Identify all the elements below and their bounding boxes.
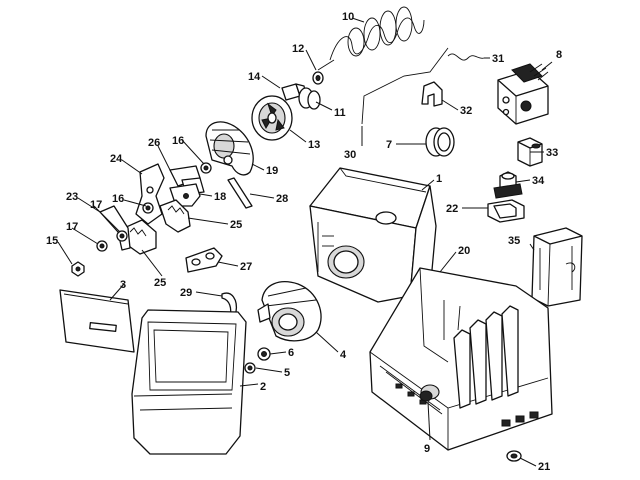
callout-14: 14	[248, 71, 261, 83]
callout-28: 28	[276, 193, 288, 205]
part-28-rod	[227, 177, 253, 209]
callout-18: 18	[214, 191, 226, 203]
part-1-bucket-frame	[309, 167, 437, 303]
part-35-container	[531, 227, 583, 307]
callout-22: 22	[446, 203, 458, 215]
callout-16b: 16	[112, 193, 124, 205]
part-2-dispenser-cover	[131, 309, 247, 455]
part-20-base-frame	[369, 267, 553, 451]
callout-21: 21	[538, 461, 550, 473]
callout-6: 6	[288, 347, 294, 359]
part-17-washer-lower	[96, 240, 108, 252]
callout-32: 32	[460, 105, 472, 117]
callout-16a: 16	[172, 135, 184, 147]
callout-12: 12	[292, 43, 304, 55]
part-6-washer	[257, 347, 271, 361]
callout-31: 31	[492, 53, 504, 65]
callout-30: 30	[344, 149, 356, 161]
callout-17b: 17	[66, 221, 78, 233]
callout-27: 27	[240, 261, 252, 273]
callout-labels: 10 12 14 11 13 31 8 32 30 7 33 19 1 34 2…	[46, 11, 562, 473]
callout-26: 26	[148, 137, 160, 149]
callout-9: 9	[424, 443, 430, 455]
callout-19: 19	[266, 165, 278, 177]
callout-10: 10	[342, 11, 354, 23]
callout-1: 1	[436, 173, 442, 185]
callout-24: 24	[110, 153, 123, 165]
part-4-motor-housing	[257, 281, 322, 342]
callout-7: 7	[386, 139, 392, 151]
part-9-knob	[419, 390, 433, 402]
callout-3: 3	[120, 279, 126, 291]
callout-25a: 25	[230, 219, 242, 231]
part-7-ring	[425, 127, 455, 157]
callout-17a: 17	[90, 199, 102, 211]
callout-23: 23	[66, 191, 78, 203]
part-5-ring	[244, 362, 256, 374]
callout-25b: 25	[154, 277, 166, 289]
part-22-bracket	[487, 199, 525, 223]
part-32-clip	[421, 81, 443, 107]
part-10-coil-spring	[317, 6, 425, 71]
part-3-front-panel	[59, 289, 135, 353]
leader-lines	[57, 17, 553, 467]
callout-2: 2	[260, 381, 266, 393]
part-15-nut	[71, 261, 85, 277]
part-27-pivot-bar	[185, 247, 223, 273]
callout-4: 4	[340, 349, 347, 361]
part-12-washer	[312, 71, 324, 85]
part-30-rod	[361, 47, 449, 125]
callout-34: 34	[532, 175, 545, 187]
callout-5: 5	[284, 367, 290, 379]
part-34-switch	[493, 171, 523, 199]
callout-20: 20	[458, 245, 470, 257]
part-21-screw	[506, 450, 522, 462]
callout-13: 13	[308, 139, 320, 151]
part-11-bushing	[298, 87, 321, 110]
callout-29: 29	[180, 287, 192, 299]
callout-15: 15	[46, 235, 58, 247]
part-13-blade-wheel	[251, 95, 293, 141]
callout-33: 33	[546, 147, 558, 159]
part-8-motor	[497, 63, 549, 125]
part-19-housing-cover	[205, 121, 254, 176]
callout-8: 8	[556, 49, 562, 61]
part-16-washer-lower	[142, 202, 154, 214]
callout-11: 11	[334, 107, 346, 119]
part-31-spring-clip	[447, 53, 485, 61]
callout-35: 35	[508, 235, 520, 247]
part-25-gear-plate-upper	[159, 199, 191, 233]
part-16-washer-upper	[200, 162, 212, 174]
part-17-washer-upper	[116, 230, 128, 242]
